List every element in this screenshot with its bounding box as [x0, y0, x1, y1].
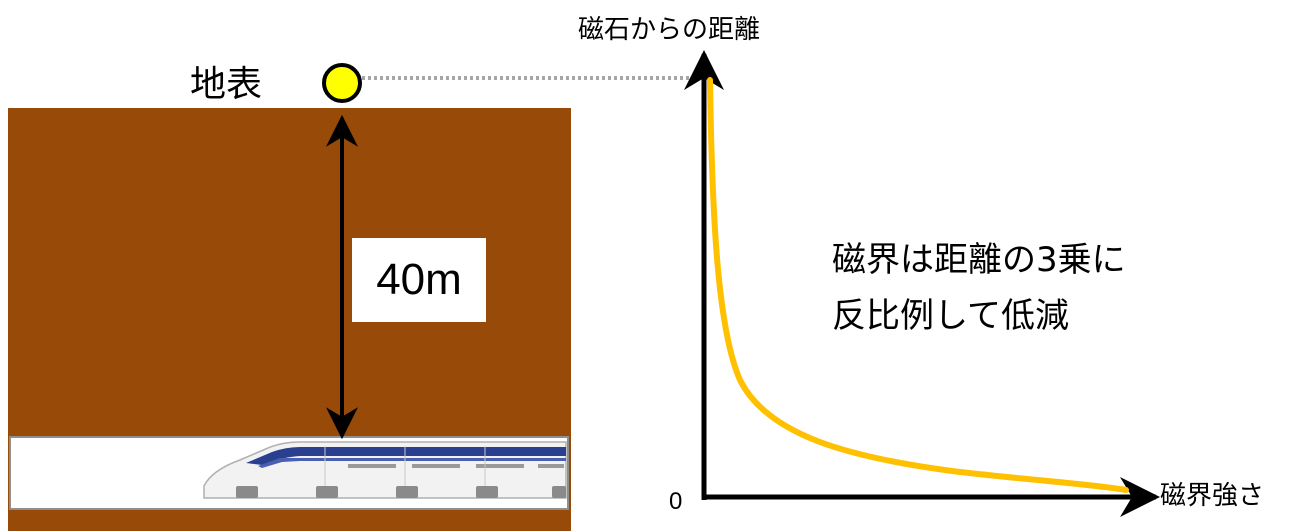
x-axis-label: 磁界強さ [1160, 481, 1265, 511]
surface-label: 地表 [190, 64, 263, 105]
depth-label: 40m [352, 238, 486, 322]
maglev-train-icon [203, 441, 567, 499]
origin-label: 0 [669, 488, 683, 515]
y-axis-label: 磁石からの距離 [578, 15, 761, 45]
annotation-line-1: 磁界は距離の3乗に [832, 240, 1126, 280]
annotation-line-2: 反比例して低減 [832, 296, 1069, 336]
surface-point-marker [322, 63, 362, 103]
graph-annotation: 磁界は距離の3乗に 反比例して低減 [832, 232, 1126, 344]
magnetic-decay-curve [707, 77, 1129, 493]
